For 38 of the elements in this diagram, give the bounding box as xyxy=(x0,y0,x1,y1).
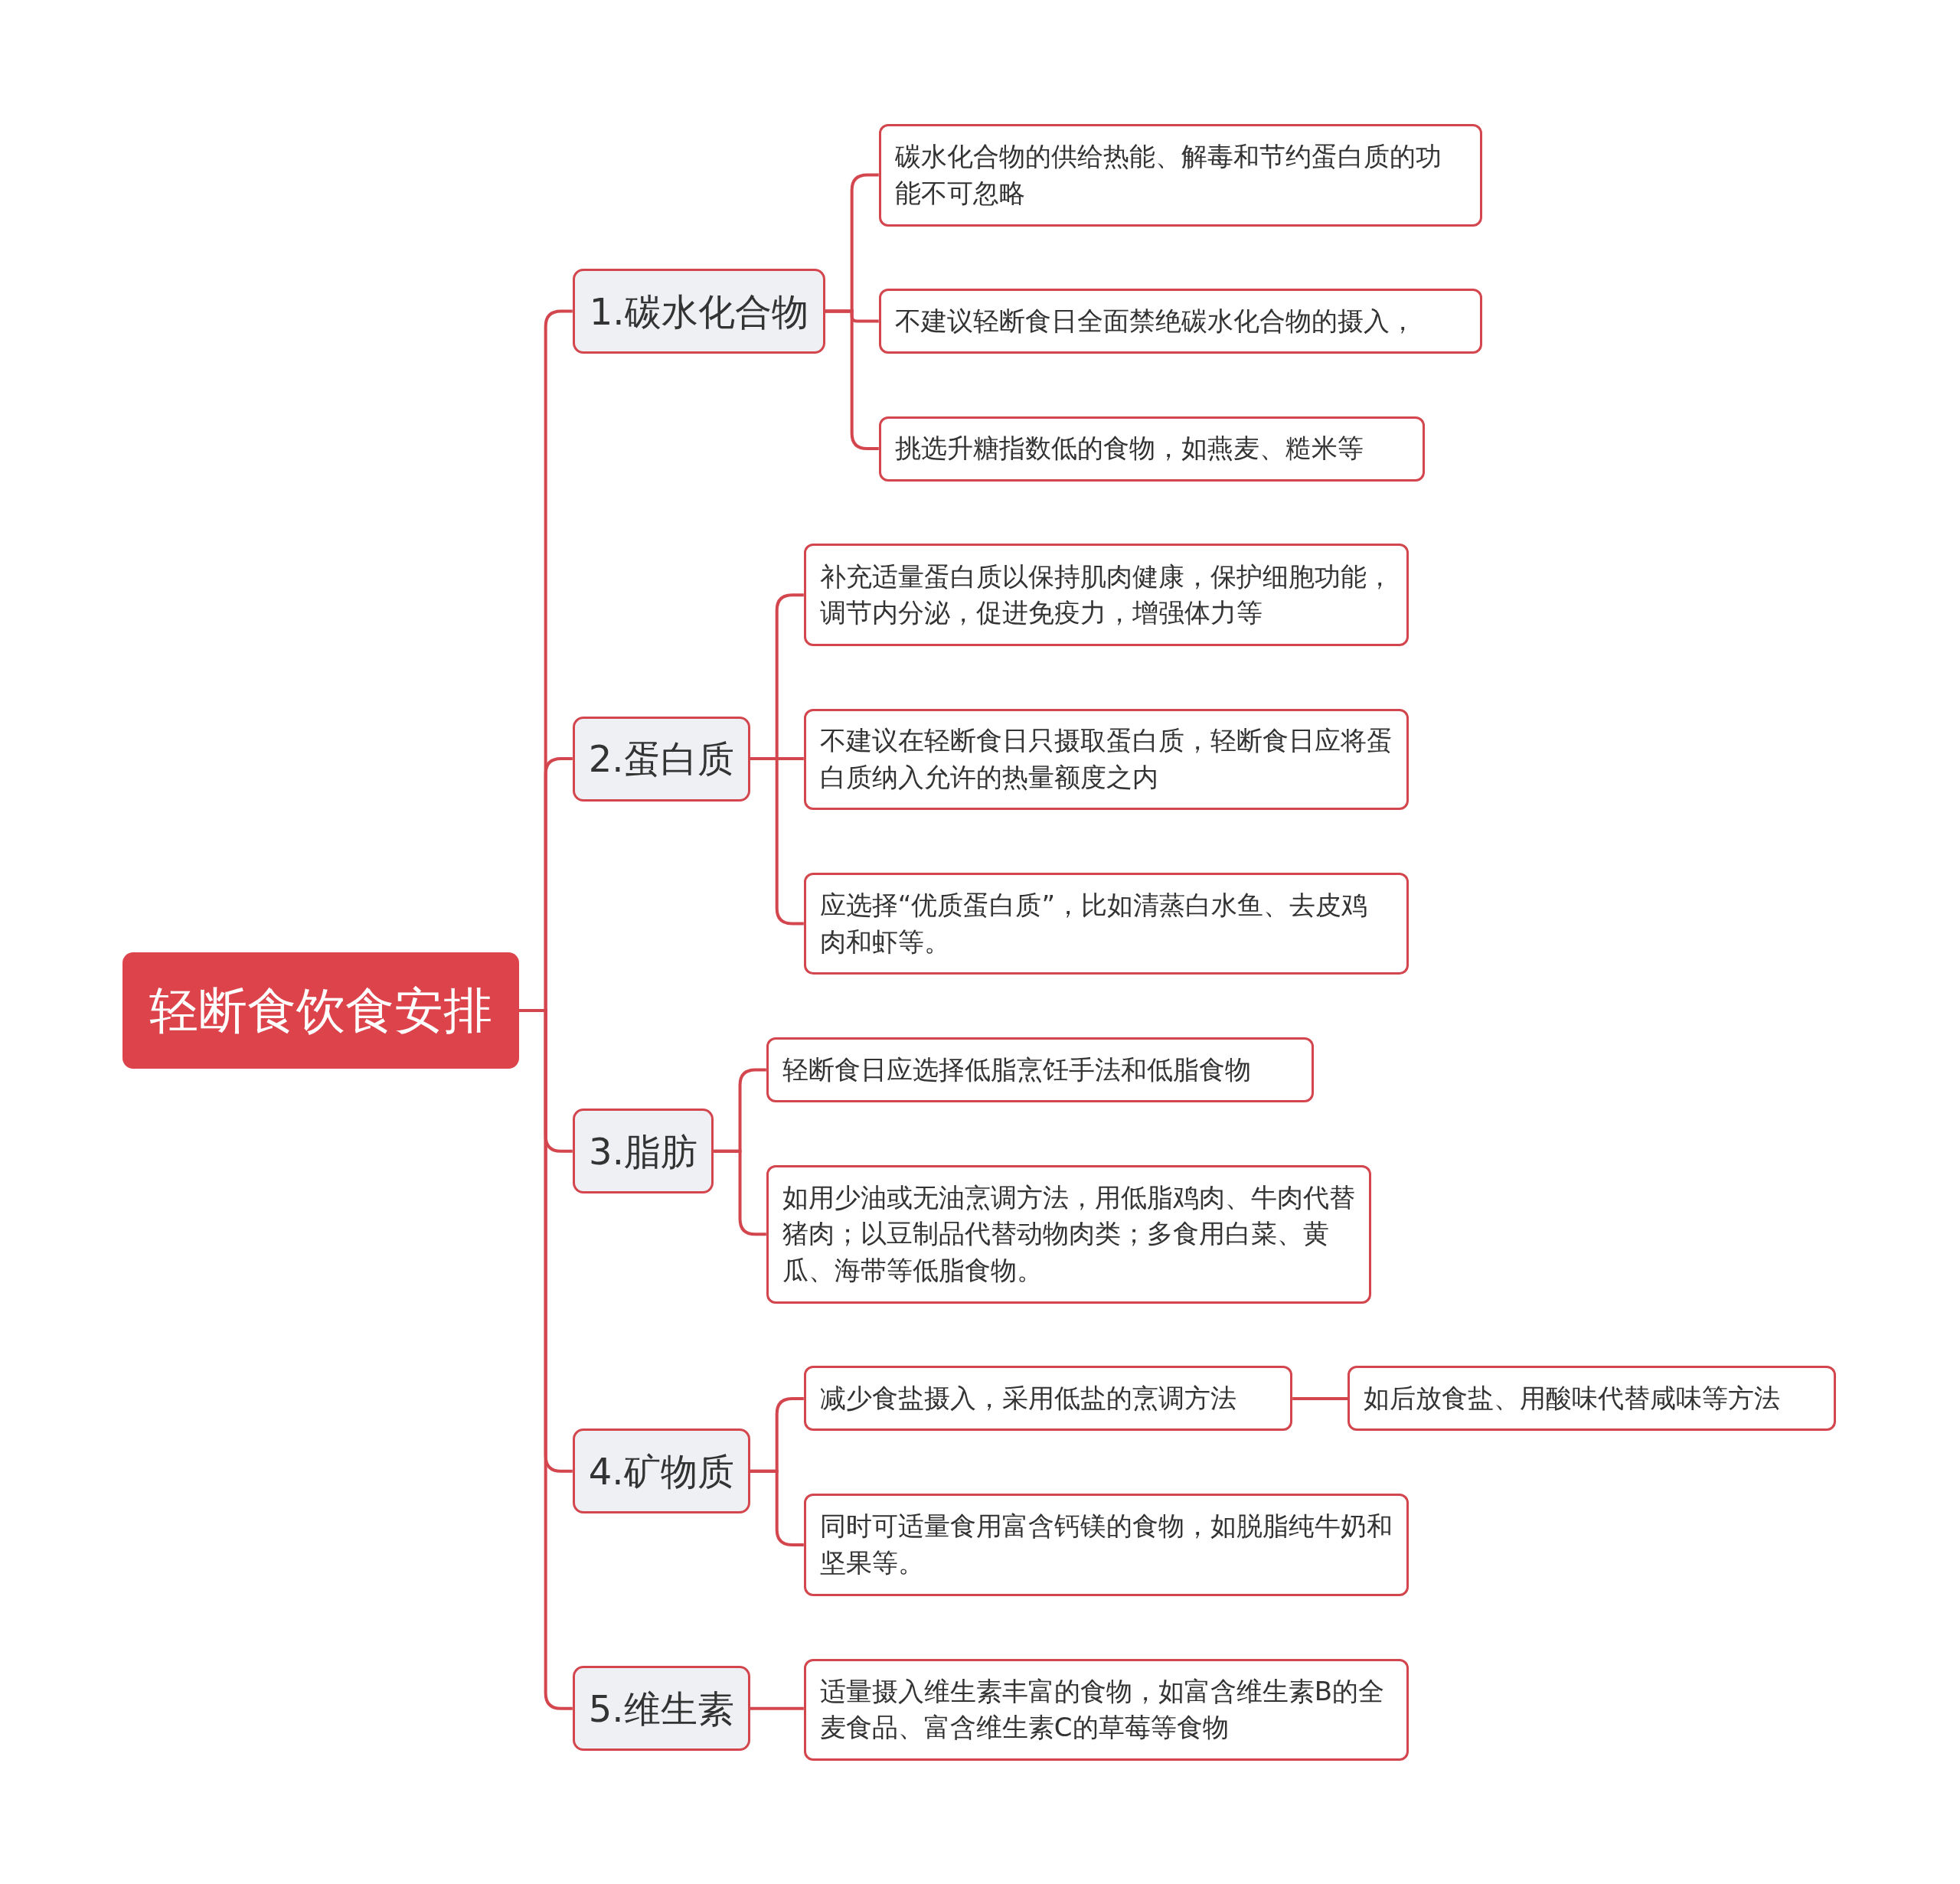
main-topic xyxy=(572,269,825,354)
subtopic-box xyxy=(1348,1366,1837,1432)
topic-text: 轻断食日应选择低脂烹饪手法和低脂食物 xyxy=(782,1053,1251,1086)
topic-text: 同时可适量食用富含钙镁的食物，如脱脂纯牛奶和坚果等。 xyxy=(819,1510,1393,1579)
subtopic-box xyxy=(766,1164,1371,1304)
topic-text: 轻断食饮食安排 xyxy=(149,981,492,1040)
topic-text: 如后放食盐、用酸味代替咸味等方法 xyxy=(1364,1382,1780,1415)
topic-text: 1.碳水化合物 xyxy=(589,289,808,335)
subtopic-box xyxy=(766,1037,1314,1102)
topic-text: 3.脂肪 xyxy=(589,1128,697,1174)
connector-line xyxy=(1292,1396,1348,1400)
root-topic xyxy=(122,952,519,1069)
subtopic-box xyxy=(878,289,1483,354)
topic-text: 适量摄入维生素丰富的食物，如富含维生素B的全麦食品、富含维生素C的草莓等食物 xyxy=(819,1674,1386,1745)
topic-text: 2.蛋白质 xyxy=(588,736,734,782)
connector-line xyxy=(750,1706,804,1710)
subtopic-box xyxy=(803,872,1409,975)
subtopic-box xyxy=(803,1658,1409,1762)
topic-text: 如用少油或无油烹调方法，用低脂鸡肉、牛肉代替猪肉；以豆制品代替动物肉类；多食用白菜、黄瓜、海带等低脂食物。 xyxy=(782,1180,1355,1288)
topic-text: 挑选升糖指数低的食物，如燕麦、糙米等 xyxy=(894,432,1364,465)
main-topic xyxy=(572,1429,750,1514)
topic-text: 5.维生素 xyxy=(588,1686,734,1732)
topic-text: 不建议轻断食日全面禁绝碳水化合物的摄入， xyxy=(894,304,1416,338)
topic-text: 应选择“优质蛋白质”，比如清蒸白水鱼、去皮鸡肉和虾等。 xyxy=(819,888,1368,958)
subtopic-box xyxy=(803,708,1409,810)
topic-text: 4.矿物质 xyxy=(588,1448,734,1494)
main-topic xyxy=(572,716,750,802)
subtopic-box xyxy=(803,1494,1409,1596)
subtopic-box xyxy=(803,544,1409,647)
main-topic xyxy=(572,1666,750,1752)
subtopic-box xyxy=(878,416,1426,482)
subtopic-box xyxy=(878,123,1483,227)
subtopic-box xyxy=(803,1366,1293,1432)
topic-text: 不建议在轻断食日只摄取蛋白质，轻断食日应将蛋白质纳入允许的热量额度之内 xyxy=(819,724,1393,794)
topic-text: 碳水化合物的供给热能、解毒和节约蛋白质的功能不可忽略 xyxy=(894,139,1442,210)
topic-text: 减少食盐摄入，采用低盐的烹调方法 xyxy=(819,1382,1236,1415)
topic-text: 补充适量蛋白质以保持肌肉健康，保护细胞功能，调节内分泌，促进免疫力，增强体力等 xyxy=(819,560,1393,630)
main-topic xyxy=(572,1109,714,1194)
